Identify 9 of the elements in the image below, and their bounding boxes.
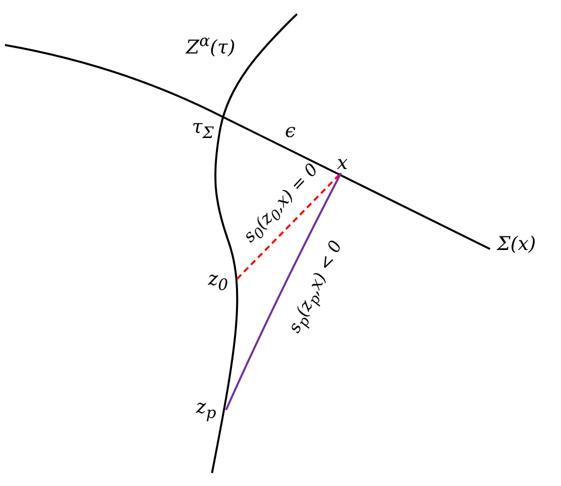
dashed-line: [236, 172, 342, 280]
point-label: z$_{p}$: [196, 396, 216, 424]
curved-line: [225, 172, 342, 410]
point-label: x: [337, 152, 348, 174]
point-label: z$_{0}$: [208, 268, 228, 296]
distance-label: ϵ: [285, 120, 296, 142]
point-label: τ$_{Σ}$: [192, 116, 214, 144]
curve-label: Z$^{α}$(τ): [186, 30, 236, 58]
surface-label: Σ(x): [497, 233, 536, 255]
